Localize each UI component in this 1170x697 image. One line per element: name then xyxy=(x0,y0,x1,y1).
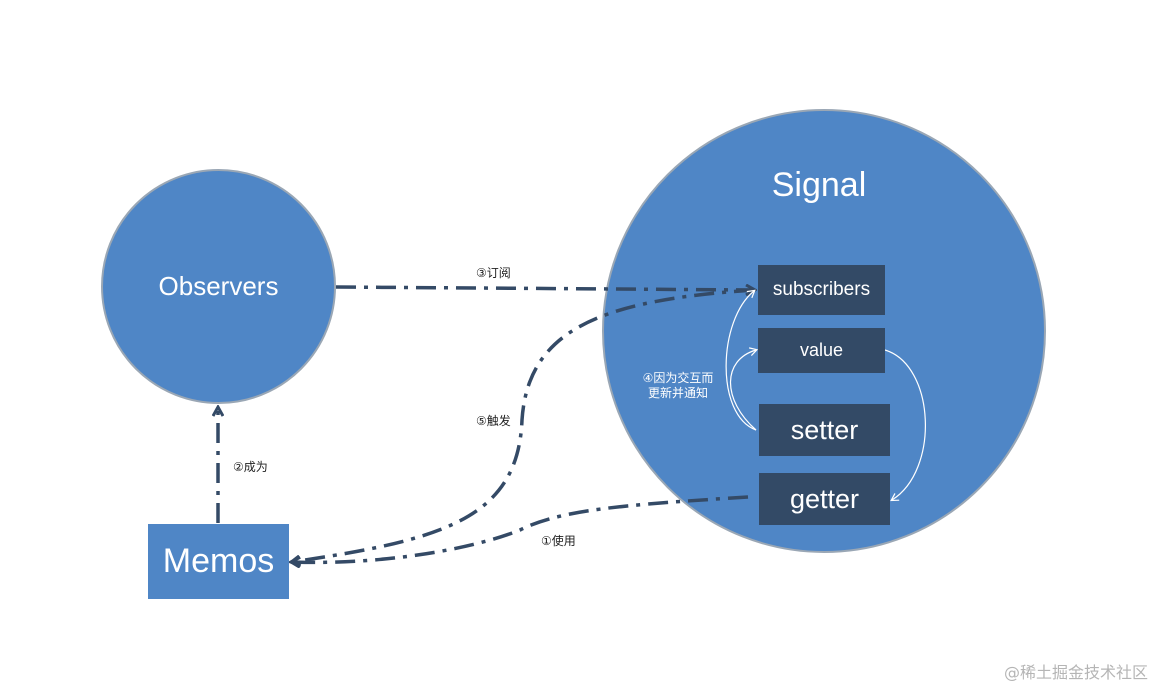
value-label: value xyxy=(799,340,844,360)
edge-label-notify-line2: 更新并通知 xyxy=(647,386,708,400)
edge-use xyxy=(292,495,749,562)
value-node: value xyxy=(758,328,885,373)
edge-label-trigger: ⑤触发 xyxy=(476,414,511,428)
edge-value-to-getter xyxy=(884,349,926,502)
watermark: @稀土掘金技术社区 xyxy=(1003,663,1148,682)
subscribers-node: subscribers xyxy=(758,265,885,315)
getter-label: getter xyxy=(789,483,860,514)
observers-node: Observers xyxy=(101,169,336,404)
edge-label-use: ①使用 xyxy=(541,534,576,548)
memos-label: Memos xyxy=(162,542,275,580)
observers-label: Observers xyxy=(158,271,279,301)
edge-setter-to-value xyxy=(730,347,759,431)
setter-node: setter xyxy=(759,404,890,456)
edge-label-notify: ④因为交互而 更新并通知 xyxy=(630,371,726,401)
subscribers-label: subscribers xyxy=(772,279,871,300)
edge-label-notify-line1: ④因为交互而 xyxy=(642,371,714,385)
setter-label: setter xyxy=(790,414,859,445)
memos-node: Memos xyxy=(148,524,289,599)
edge-setter-to-subscribers xyxy=(725,289,757,431)
edge-label-become: ②成为 xyxy=(233,460,268,474)
edge-subscribe xyxy=(335,287,754,290)
edge-trigger xyxy=(292,288,755,562)
edge-label-subscribe: ③订阅 xyxy=(476,266,511,280)
signal-label: Signal xyxy=(771,166,867,204)
getter-node: getter xyxy=(759,473,890,525)
